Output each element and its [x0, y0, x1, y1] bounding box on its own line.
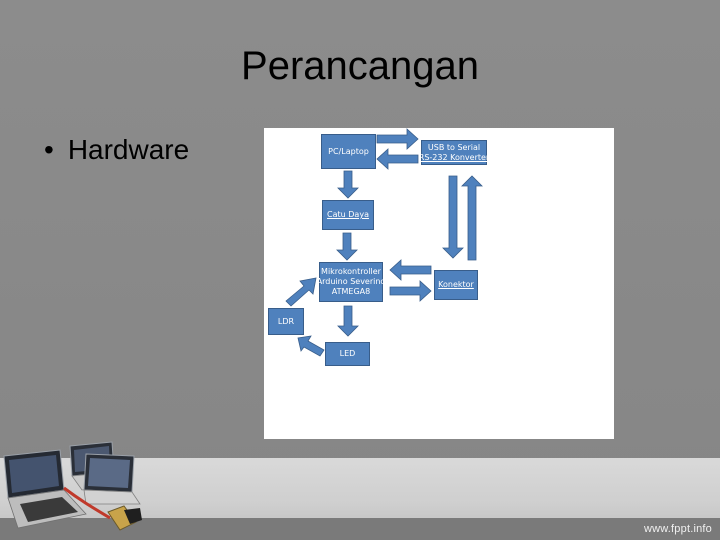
- diagram-arrows: [285, 128, 483, 357]
- arrow-ldr-to-mikro: [285, 277, 317, 307]
- arrow-pc-to-catu: [337, 170, 359, 199]
- bullet-dot: •: [44, 134, 54, 165]
- usb-serial-box: USB to Serial RS-232 Konverter: [418, 140, 490, 165]
- arrow-catu-to-mikro: [336, 232, 358, 261]
- laptops-illustration: [3, 441, 142, 531]
- slide-title: Perancangan: [241, 44, 479, 88]
- pc-laptop-label: PC/Laptop: [328, 146, 369, 156]
- mikro-label-line3: ATMEGA8: [331, 287, 371, 296]
- led-box: LED: [325, 342, 370, 366]
- arrow-konektor-to-mikro: [389, 259, 432, 281]
- footer-brand: www.fppt.info: [643, 523, 712, 535]
- arrow-led-to-ldr: [297, 335, 325, 357]
- usb-serial-label-line2: RS-232 Konverter: [418, 152, 490, 162]
- usb-serial-label-line1: USB to Serial: [427, 142, 481, 152]
- mikro-label-line1: Mikrokontroller: [321, 267, 381, 276]
- arrow-mikro-to-led: [337, 305, 359, 337]
- led-label: LED: [339, 349, 356, 358]
- pc-laptop-box: PC/Laptop: [321, 134, 376, 169]
- arrow-usb-to-pc: [376, 148, 419, 170]
- catu-daya-label: Catu Daya: [327, 210, 369, 219]
- arrow-konektor-to-usb: [461, 175, 483, 261]
- laptop-icon: [3, 449, 87, 529]
- bullet-hardware: • Hardware: [44, 134, 189, 166]
- mikro-label-line2: Arduino Severino: [316, 277, 386, 286]
- catu-daya-box: Catu Daya: [322, 200, 374, 230]
- konektor-label: Konektor: [438, 280, 474, 289]
- ldr-label: LDR: [277, 316, 295, 326]
- footer-strip: [0, 518, 720, 540]
- arrow-usb-to-konektor: [442, 175, 464, 259]
- ldr-box: LDR: [268, 308, 304, 335]
- arrow-mikro-to-konektor: [389, 280, 432, 302]
- mikrokontroller-box: Mikrokontroller Arduino Severino ATMEGA8: [316, 262, 386, 302]
- arrow-pc-to-usb: [376, 128, 419, 150]
- laptop-icon: [83, 453, 141, 505]
- block-diagram-panel: PC/Laptop USB to Serial RS-232 Konverter…: [264, 128, 614, 439]
- konektor-box: Konektor: [434, 270, 478, 300]
- usb-cable: [63, 486, 111, 520]
- bullet-label: Hardware: [67, 134, 190, 165]
